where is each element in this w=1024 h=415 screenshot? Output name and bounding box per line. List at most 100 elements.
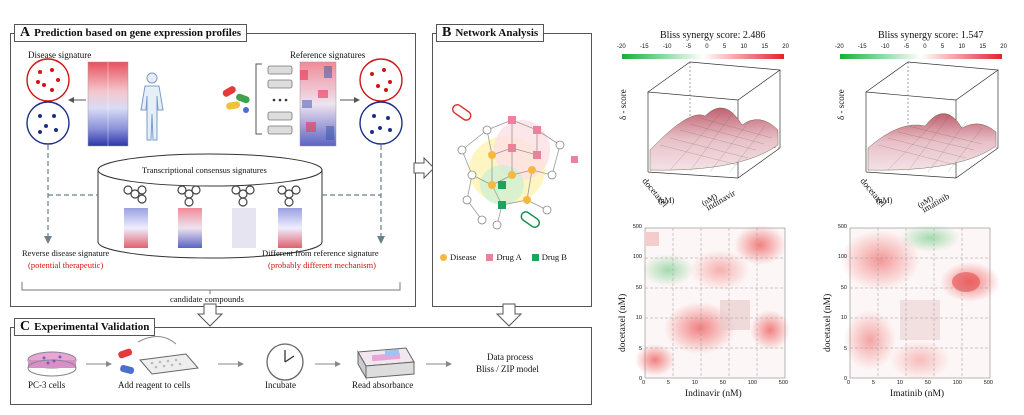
x-tick: 500 [778, 380, 788, 386]
legend-drug-a-marker [486, 253, 494, 261]
cbar-tick: -20 [617, 44, 626, 50]
pills-icon [222, 86, 250, 113]
panel-b-letter: B [442, 25, 452, 40]
y-tick: 100 [837, 254, 847, 261]
step-incubate-label: Incubate [265, 380, 296, 390]
cbar-tick: 20 [782, 44, 789, 50]
right-heatmap [840, 224, 1000, 380]
mini-heatmap-2 [178, 208, 202, 248]
reverse-signature-note: (potential therapeutic) [28, 260, 104, 270]
y-tick: 5 [638, 345, 642, 352]
cbar-tick: -5 [685, 44, 692, 50]
x-tick: 0 [642, 380, 646, 386]
cbar-tick: -15 [639, 44, 649, 50]
arrow-b-to-c [495, 303, 523, 327]
legend-disease-label: Disease [450, 252, 477, 262]
legend-disease-marker [440, 253, 447, 261]
y-tick: 10 [635, 315, 642, 322]
mini-heatmap-4 [278, 208, 302, 248]
x-tick: 500 [983, 380, 993, 386]
legend-drug-b: Drug B [531, 252, 567, 262]
molecule-icons [123, 185, 301, 207]
cbar-tick: 15 [761, 44, 769, 50]
left-heatmap-ylabel: docetaxel (nM) [618, 293, 628, 352]
left-y-unit: (nM) [658, 196, 675, 205]
panel-a-title-text: Prediction based on gene expression prof… [34, 27, 241, 39]
legend-drug-b-marker [531, 253, 539, 261]
step-reagent-label: Add reagent to cells [118, 380, 191, 390]
panel-c-title-text: Experimental Validation [34, 321, 150, 333]
left-z-label: δ - score [618, 89, 628, 120]
x-tick: 50 [924, 380, 931, 386]
cbar-tick: 0 [705, 44, 709, 50]
cbar-tick: 20 [1000, 44, 1007, 50]
legend-drug-b-label: Drug B [541, 252, 567, 262]
x-tick: 10 [691, 380, 698, 386]
well-plate-icon [139, 353, 199, 375]
y-tick: 10 [840, 315, 847, 322]
disease-signature-label: Disease signature [28, 50, 92, 60]
network-graph [451, 104, 578, 230]
cbar-tick: -5 [903, 44, 910, 50]
reference-down-circle [359, 101, 403, 145]
y-tick: 500 [837, 224, 847, 230]
reference-up-circle [359, 58, 403, 102]
cbar-tick: -15 [857, 44, 867, 50]
legend-drug-a: Drug A [486, 252, 522, 262]
cbar-tick: -20 [835, 44, 844, 50]
consensus-label: Transcriptional consensus signatures [142, 165, 267, 175]
x-tick: 0 [847, 380, 851, 386]
clock-icon [266, 343, 304, 381]
cbar-tick: 0 [923, 44, 927, 50]
cell-plates-icon [267, 65, 293, 135]
consensus-cylinder [97, 153, 323, 259]
panel-a-graphics [21, 58, 435, 327]
cbar-tick: 10 [740, 44, 748, 50]
x-tick: 50 [719, 380, 726, 386]
right-heatmap-xlabel: Imatinib (nM) [890, 389, 945, 399]
step-pc3-label: PC-3 cells [28, 380, 66, 390]
capsule-icon [451, 104, 541, 228]
reagent-tubes-icon [118, 348, 135, 375]
bliss-zip-label: Bliss / ZIP model [476, 364, 539, 374]
y-tick: 50 [635, 284, 642, 291]
left-colorbar [622, 54, 784, 59]
reference-signatures-label: Reference signatures [290, 50, 366, 60]
right-y-unit: (nM) [876, 196, 893, 205]
x-tick: 10 [896, 380, 903, 386]
different-signature-note: (probably different mechanism) [268, 260, 376, 270]
disease-up-circle [26, 58, 70, 102]
disease-down-circle [26, 101, 70, 145]
cbar-tick: 10 [958, 44, 966, 50]
different-signature-label: Different from reference signature [262, 248, 379, 258]
plate-reader-icon [357, 347, 415, 380]
panel-c-graphics [27, 336, 452, 381]
y-tick: 0 [638, 375, 642, 382]
legend-drug-a-label: Drug A [496, 252, 522, 262]
x-tick: 5 [666, 380, 670, 386]
legend-disease: Disease [440, 252, 476, 262]
cbar-tick: 5 [940, 44, 945, 50]
left-heatmap [635, 225, 790, 379]
right-synergy-score: Bliss synergy score: 1.547 [878, 30, 984, 41]
panel-c-letter: C [20, 319, 31, 334]
network-legend: Disease Drug A Drug B [440, 252, 567, 262]
y-tick: 100 [632, 254, 642, 261]
cbar-tick: 15 [979, 44, 987, 50]
y-tick: 5 [843, 345, 847, 352]
arrow-a-to-b [413, 156, 435, 180]
y-tick: 50 [840, 284, 847, 291]
right-z-label: δ - score [836, 89, 846, 120]
x-tick: 100 [952, 380, 962, 386]
human-figure-icon [140, 72, 164, 141]
arrow-a-to-c [196, 303, 224, 327]
mini-heatmap-1 [124, 208, 148, 248]
